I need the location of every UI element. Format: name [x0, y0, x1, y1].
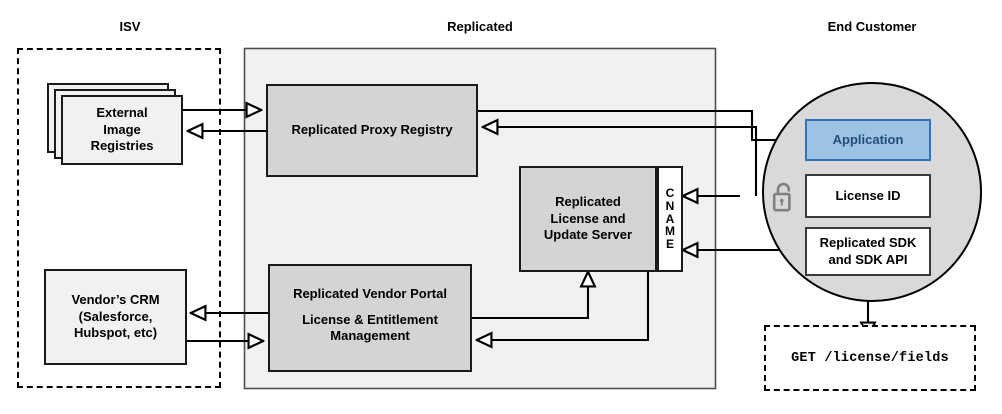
node-vendor-crm[interactable]: Vendor’s CRM (Salesforce, Hubspot, etc) — [44, 269, 187, 365]
cname-letter-a: A — [665, 211, 675, 226]
external-image-registries-label-3: Registries — [90, 138, 154, 154]
license-update-server-label-3: Update Server — [543, 227, 633, 243]
license-update-server-label-1: Replicated — [555, 194, 621, 210]
node-license-id[interactable]: License ID — [805, 174, 931, 218]
node-replicated-proxy-registry[interactable]: Replicated Proxy Registry — [266, 84, 478, 177]
vendor-portal-title: Replicated Vendor Portal — [293, 286, 447, 301]
api-request-label: GET /license/fields — [791, 350, 949, 366]
vendor-portal-sub-2: Management — [330, 328, 410, 344]
node-external-image-registries[interactable]: External Image Registries — [61, 95, 183, 165]
connector-application-to-proxy — [483, 127, 758, 196]
application-label: Application — [832, 131, 904, 147]
replicated-sdk-label-2: and SDK API — [828, 251, 908, 267]
unlock-icon — [768, 181, 798, 215]
cname-letter-e: E — [665, 237, 674, 252]
node-cname-strip[interactable]: C N A M E — [657, 166, 683, 272]
replicated-sdk-label-1: Replicated SDK — [819, 234, 917, 250]
connector-license-server-to-portal — [477, 268, 650, 340]
node-replicated-vendor-portal[interactable]: Replicated Vendor Portal License & Entit… — [268, 264, 472, 372]
cname-letter-c: C — [665, 186, 675, 201]
node-replicated-sdk[interactable]: Replicated SDK and SDK API — [805, 227, 931, 276]
proxy-registry-label: Replicated Proxy Registry — [291, 122, 453, 138]
zone-title-isv: ISV — [119, 19, 141, 34]
vendor-crm-label-2: (Salesforce, — [78, 308, 153, 324]
external-image-registries-label-2: Image — [103, 121, 141, 137]
node-license-update-server[interactable]: Replicated License and Update Server — [519, 166, 657, 272]
external-image-registries-label-1: External — [96, 105, 148, 121]
vendor-portal-sub-1: License & Entitlement — [302, 311, 438, 327]
vendor-crm-label-1: Vendor’s CRM — [71, 292, 160, 308]
license-id-label: License ID — [835, 187, 901, 203]
license-update-server-label-2: License and — [550, 210, 626, 226]
zone-isv — [17, 48, 221, 388]
vendor-crm-label-3: Hubspot, etc) — [73, 325, 158, 341]
connector-portal-to-license-server — [472, 272, 588, 320]
node-application[interactable]: Application — [805, 119, 931, 161]
node-api-request-note[interactable]: GET /license/fields — [764, 325, 976, 391]
zone-title-replicated: Replicated — [447, 19, 513, 34]
cname-letter-m: M — [665, 224, 675, 239]
cname-letter-n: N — [665, 198, 675, 213]
zone-title-end-customer: End Customer — [827, 19, 917, 34]
